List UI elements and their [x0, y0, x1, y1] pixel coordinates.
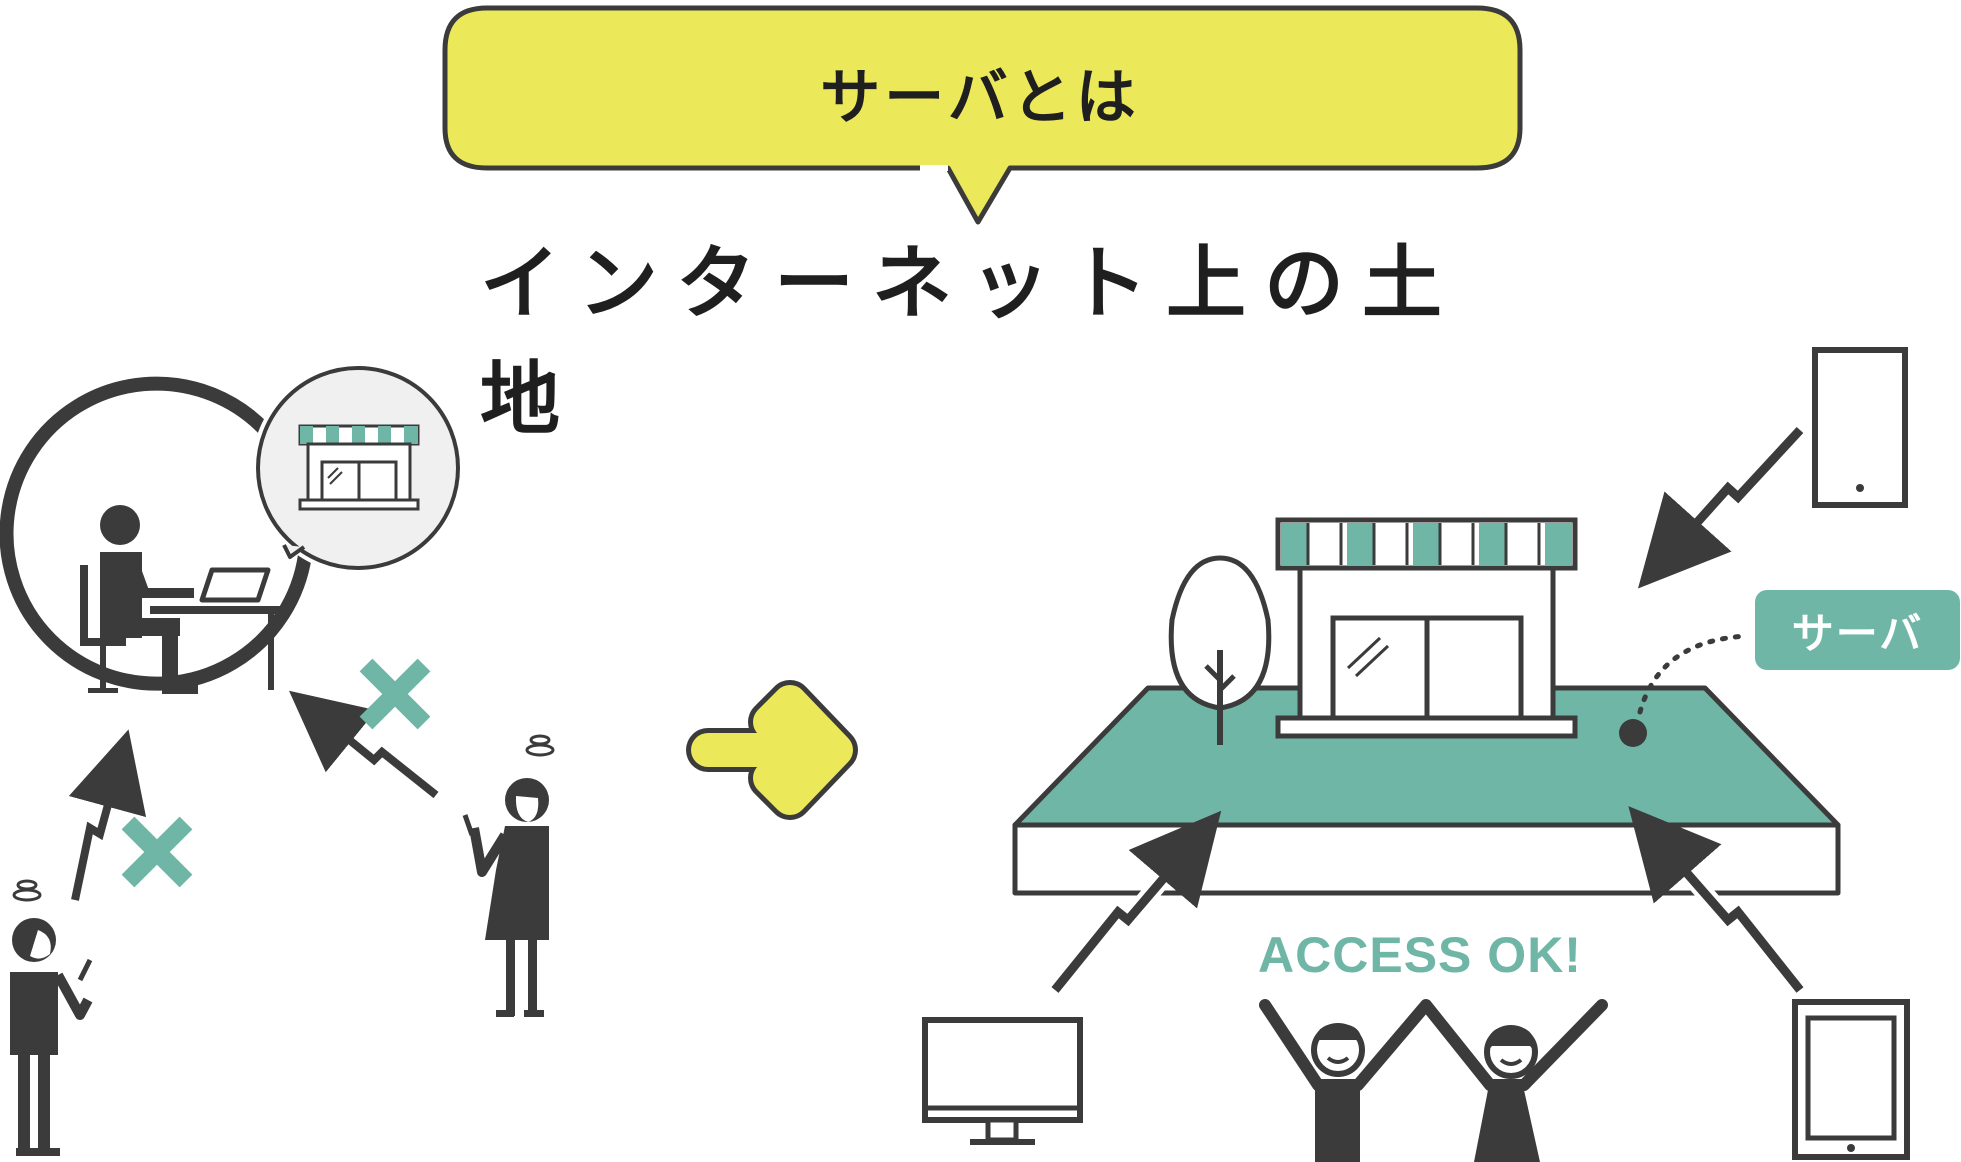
cross-mark-icon — [121, 816, 193, 888]
tablet-icon — [1792, 999, 1910, 1160]
smartphone-icon — [1812, 347, 1908, 508]
lightning-arrow-icon — [1628, 806, 1804, 993]
cheering-people-icon — [1259, 999, 1608, 1162]
laptop-icon — [199, 567, 271, 603]
access-ok-label: ACCESS OK! — [1258, 927, 1582, 983]
speech-bubble — [442, 5, 1523, 225]
confused-woman-icon — [462, 734, 555, 1017]
page-subtitle: インターネット上の土地 — [480, 237, 1460, 446]
shop-thought-bubble — [252, 362, 464, 574]
tree-icon — [1168, 555, 1272, 745]
shop-icon — [1275, 517, 1578, 739]
server-label-background — [1755, 590, 1960, 670]
cross-mark-icon — [359, 658, 431, 730]
lightning-arrow-icon — [288, 690, 439, 799]
lightning-arrow-icon — [1637, 426, 1804, 589]
right-arrow-icon — [686, 680, 858, 820]
monitor-icon — [922, 1017, 1083, 1145]
confused-man-icon — [10, 879, 93, 1156]
shop-icon — [298, 424, 420, 511]
lightning-arrow-icon — [68, 729, 147, 901]
server-dot — [1619, 633, 1751, 747]
server-label: サーバ — [1791, 608, 1924, 658]
desk-worker-icon — [80, 505, 280, 694]
bubble-title: サーバとは — [820, 62, 1140, 133]
lightning-arrow-icon — [1051, 810, 1222, 993]
